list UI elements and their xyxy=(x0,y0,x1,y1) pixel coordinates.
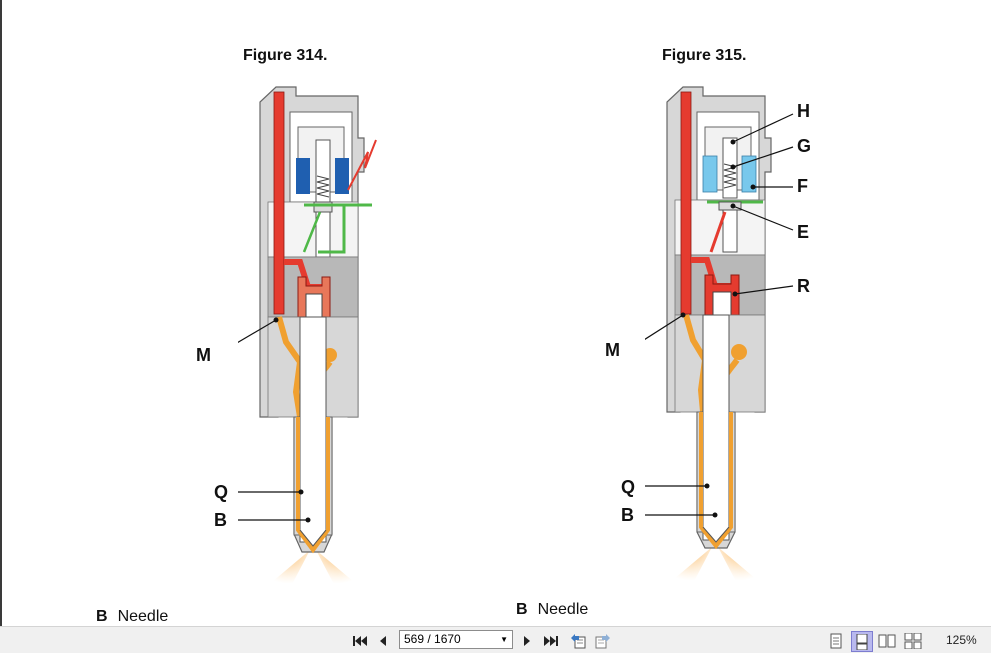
pdf-navigation-toolbar: 569 / 1670 ▼ 125% xyxy=(0,626,991,653)
callout-q-fig315: Q xyxy=(621,477,636,497)
page-number-select[interactable]: 569 / 1670 ▼ xyxy=(399,630,513,649)
continuous-facing-view-icon[interactable] xyxy=(904,631,922,650)
legend-letter-left: B xyxy=(96,608,108,625)
continuous-view-icon[interactable] xyxy=(851,631,873,652)
legend-item-right: B Needle xyxy=(516,601,588,619)
document-page: Figure 314. xyxy=(0,0,812,626)
callout-h-fig315: H xyxy=(797,101,810,121)
legend-text-left: Needle xyxy=(117,608,169,625)
callout-m-fig315: M xyxy=(605,340,620,360)
callout-b-fig315: B xyxy=(621,505,634,525)
go-back-icon[interactable] xyxy=(569,631,587,650)
zoom-level[interactable]: 125% xyxy=(946,633,977,647)
figure-315-injector-diagram xyxy=(645,86,794,589)
page-indicator: 569 / 1670 xyxy=(404,632,461,646)
callout-f-fig315: F xyxy=(797,176,808,196)
callout-b-fig314: B xyxy=(214,510,227,530)
single-page-view-icon[interactable] xyxy=(828,631,844,650)
previous-page-icon[interactable] xyxy=(376,631,390,650)
callout-r-fig315: R xyxy=(797,276,810,296)
facing-view-icon[interactable] xyxy=(878,631,896,650)
callout-e-fig315: E xyxy=(797,222,810,242)
legend-item-left: B Needle xyxy=(96,608,168,626)
chevron-down-icon: ▼ xyxy=(500,635,508,644)
callout-g-fig315: G xyxy=(797,136,812,156)
callout-m-fig314: M xyxy=(196,345,211,365)
figure-314-title: Figure 314. xyxy=(243,47,328,64)
last-page-icon[interactable] xyxy=(543,631,559,650)
callout-q-fig314: Q xyxy=(214,482,229,502)
go-forward-icon[interactable] xyxy=(594,631,612,650)
figure-314-injector-diagram xyxy=(238,86,377,592)
figure-315-title: Figure 315. xyxy=(662,47,747,64)
legend-text-right: Needle xyxy=(537,601,589,618)
next-page-icon[interactable] xyxy=(520,631,534,650)
first-page-icon[interactable] xyxy=(352,631,368,650)
legend-letter-right: B xyxy=(516,601,528,618)
page-left-border xyxy=(0,0,2,626)
